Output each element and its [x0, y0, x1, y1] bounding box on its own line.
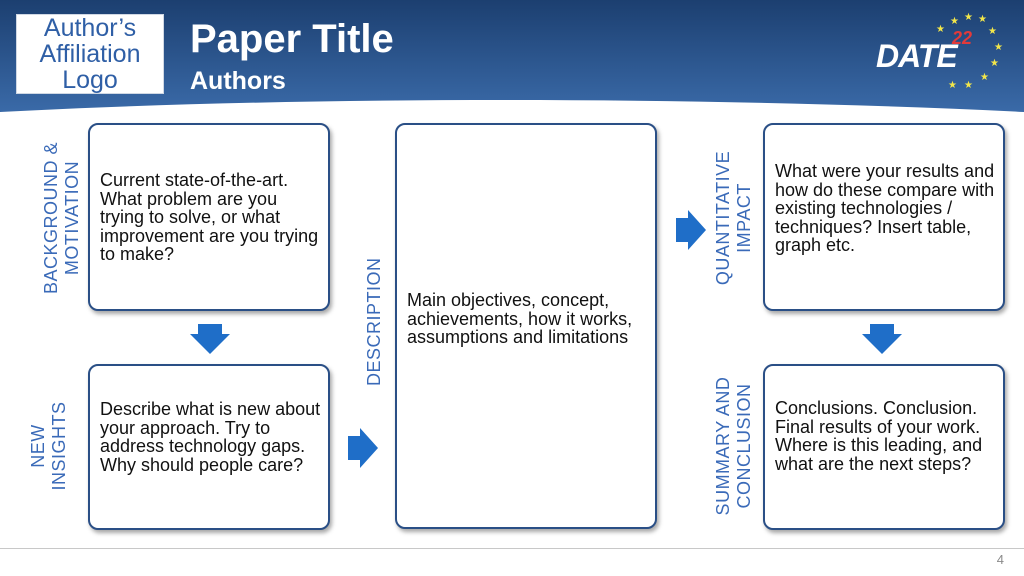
paper-authors: Authors — [190, 67, 286, 95]
arrow-down-icon — [190, 324, 230, 354]
header-background — [0, 0, 1024, 112]
svg-text:★: ★ — [964, 80, 973, 91]
arrow-right-icon — [348, 428, 378, 468]
star-ring-icon: ★ ★ ★ ★ ★ ★ ★ ★ ★ ★ — [936, 12, 1003, 91]
label-summary-conclusion: SUMMARY AND CONCLUSION — [713, 376, 754, 516]
svg-text:★: ★ — [978, 14, 987, 25]
header-band: Author’s Affiliation Logo Paper Title Au… — [0, 0, 1024, 112]
arrow-down-icon — [862, 324, 902, 354]
text-quantitative-impact: What were your results and how do these … — [775, 161, 995, 255]
box-new-insights: Describe what is new about your approach… — [88, 364, 330, 530]
paper-title: Paper Title — [190, 17, 394, 61]
box-description: Main objectives, concept, achievements, … — [395, 123, 657, 529]
date-logo-year: 22 — [952, 28, 973, 48]
affiliation-logo-placeholder: Author’s Affiliation Logo — [16, 14, 164, 94]
page-number: 4 — [996, 552, 1004, 567]
text-description: Main objectives, concept, achievements, … — [407, 290, 633, 347]
svg-text:★: ★ — [990, 58, 999, 69]
svg-text:★: ★ — [936, 24, 945, 35]
box-summary-conclusion: Conclusions. Conclusion. Final results o… — [763, 364, 1005, 530]
label-quantitative-impact: QUANTITATIVE IMPACT — [713, 150, 754, 286]
date-conference-logo: ★ ★ ★ ★ ★ ★ ★ ★ ★ ★ DATE 22 — [872, 10, 1012, 98]
box-quantitative-impact: What were your results and how do these … — [763, 123, 1005, 311]
svg-text:★: ★ — [980, 72, 989, 83]
label-new-insights: NEW INSIGHTS — [28, 401, 69, 491]
date-logo-word: DATE — [876, 38, 958, 74]
text-background-motivation: Current state-of-the-art. What problem a… — [100, 170, 319, 264]
label-description: DESCRIPTION — [364, 257, 384, 386]
svg-text:★: ★ — [964, 12, 973, 23]
label-background-motivation: BACKGROUND & MOTIVATION — [41, 141, 82, 295]
footer-divider — [0, 548, 1024, 549]
box-background-motivation: Current state-of-the-art. What problem a… — [88, 123, 330, 311]
arrow-right-icon — [676, 210, 706, 250]
svg-text:★: ★ — [988, 26, 997, 37]
svg-text:★: ★ — [994, 42, 1003, 53]
svg-text:★: ★ — [948, 80, 957, 91]
text-new-insights: Describe what is new about your approach… — [100, 399, 321, 475]
text-summary-conclusion: Conclusions. Conclusion. Final results o… — [775, 398, 983, 474]
svg-text:★: ★ — [950, 16, 959, 27]
